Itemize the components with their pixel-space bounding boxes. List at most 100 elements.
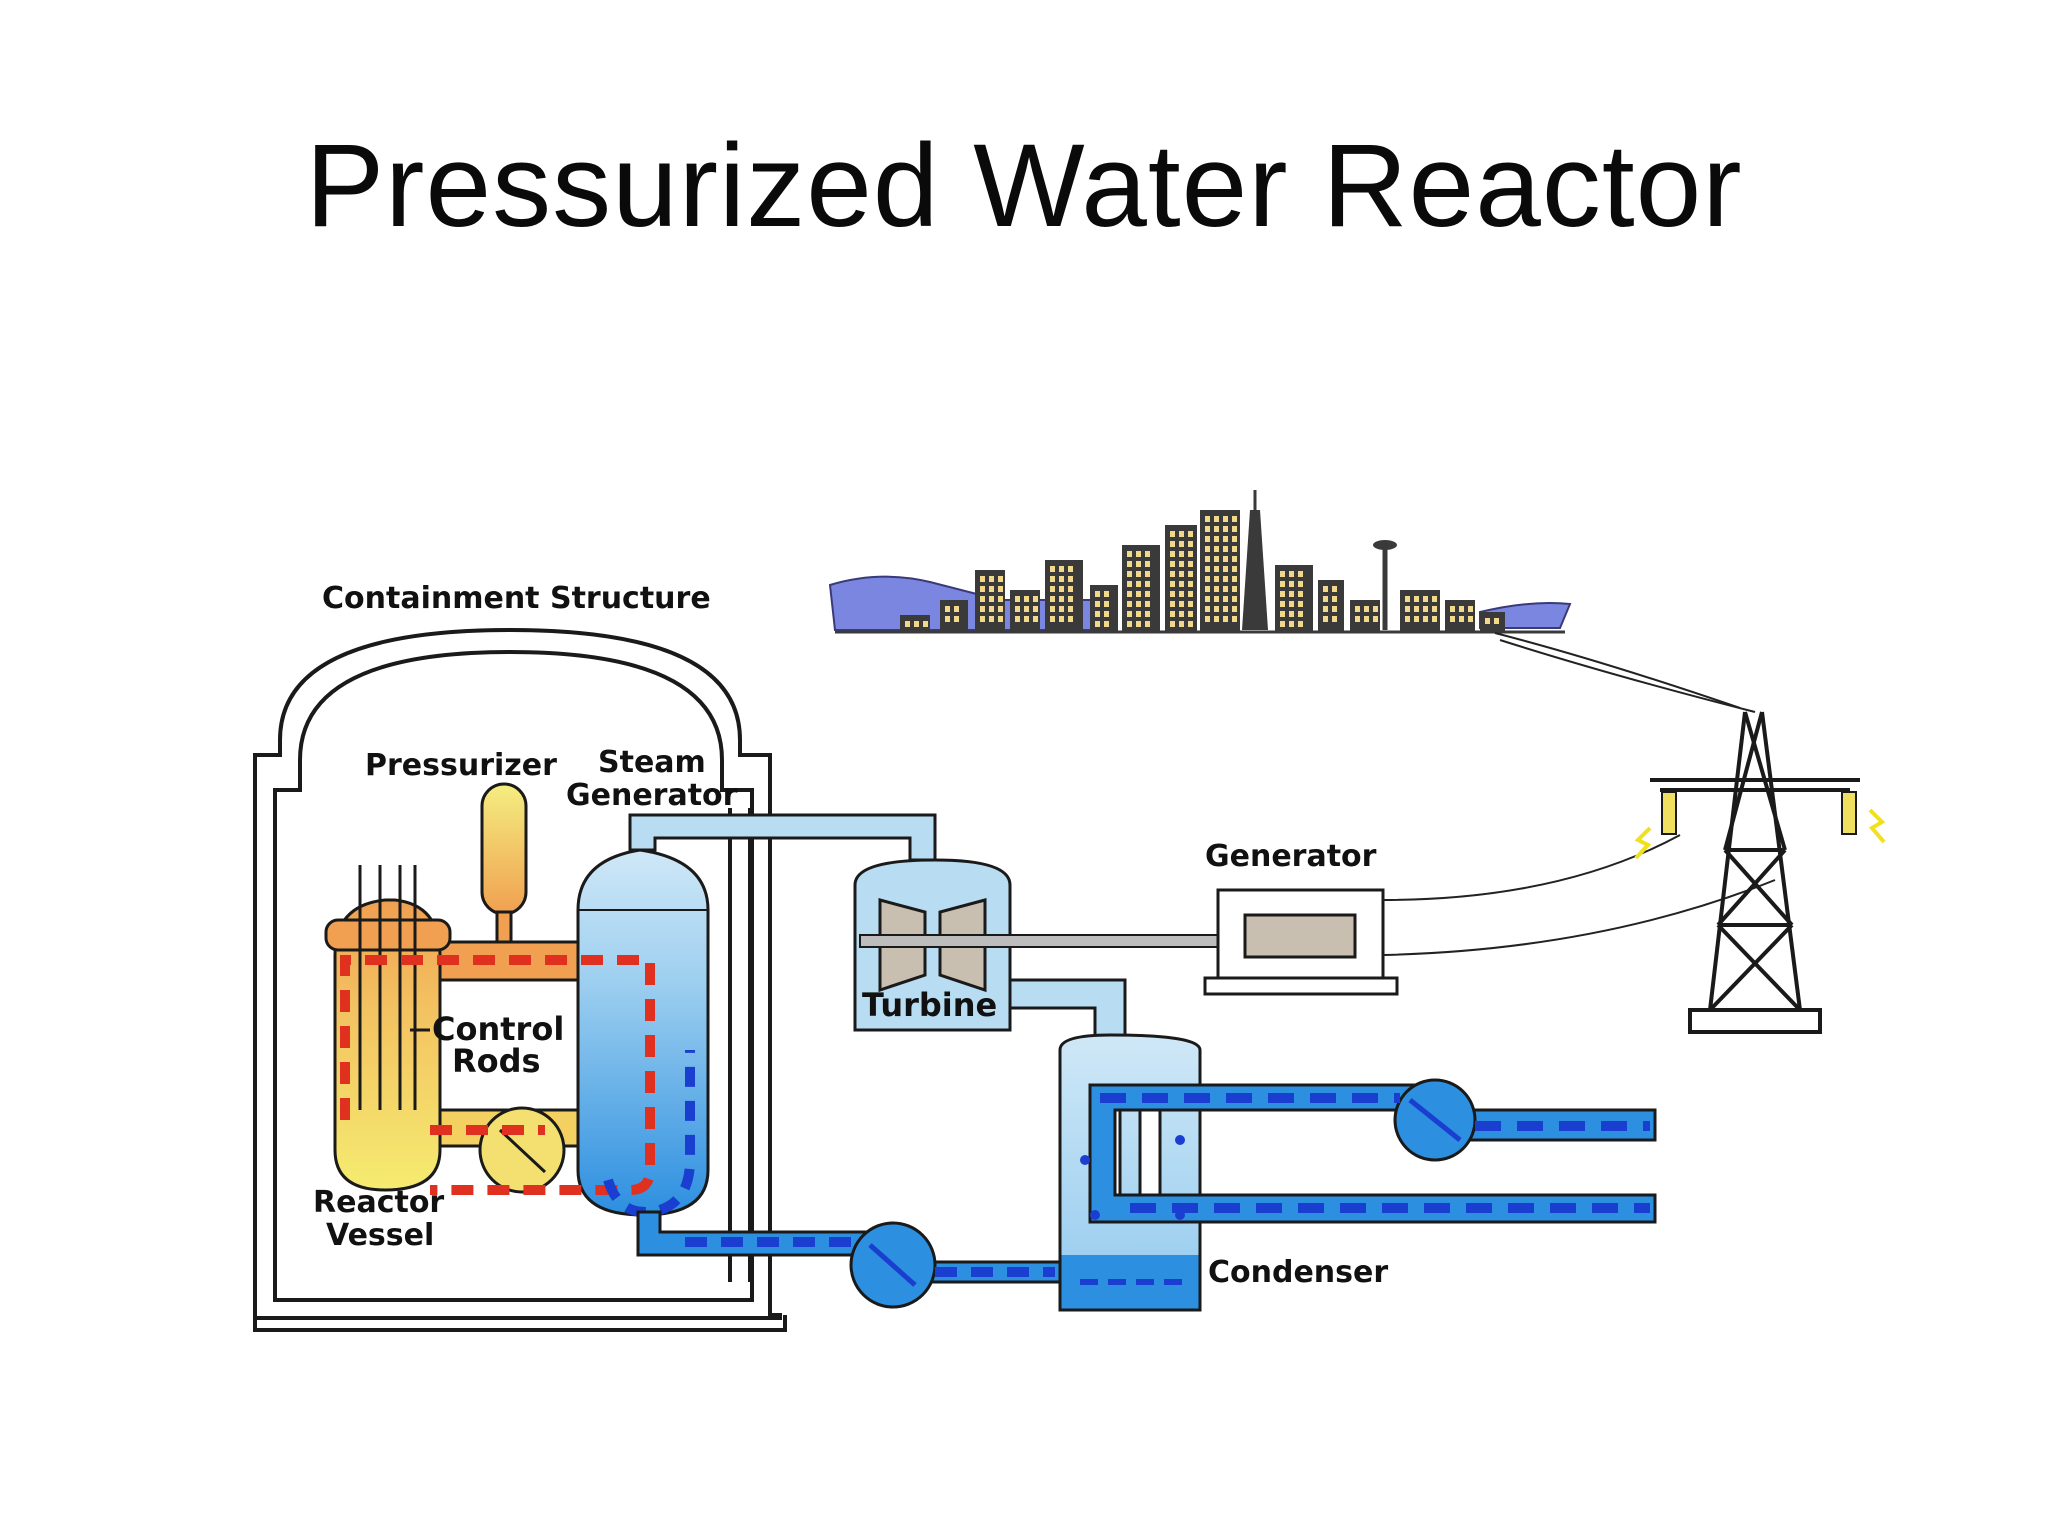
building-window — [1145, 571, 1150, 577]
building-window — [1223, 576, 1228, 582]
primary-pump — [478, 1106, 566, 1194]
building-window — [1364, 606, 1369, 612]
building-window — [1205, 536, 1210, 542]
building-window — [1068, 566, 1073, 572]
building-window — [1059, 616, 1064, 622]
building-window — [1468, 616, 1473, 622]
building-window — [1373, 616, 1378, 622]
building-window — [1127, 591, 1132, 597]
building-window — [989, 596, 994, 602]
building-window — [1223, 616, 1228, 622]
label-containment: Containment Structure — [322, 581, 711, 616]
building-window — [1232, 546, 1237, 552]
primary-flow-arrows — [340, 955, 655, 1195]
building-window — [1205, 516, 1210, 522]
building-window — [1205, 556, 1210, 562]
building-window — [1104, 611, 1109, 617]
building-window — [1188, 591, 1193, 597]
building-window — [1188, 561, 1193, 567]
building-window — [1405, 596, 1410, 602]
building-window — [1179, 541, 1184, 547]
building-window — [1095, 601, 1100, 607]
building-window — [905, 621, 910, 627]
building-window — [1033, 616, 1038, 622]
building-window — [1136, 611, 1141, 617]
building-window — [1170, 561, 1175, 567]
building-window — [1432, 606, 1437, 612]
building-window — [1205, 546, 1210, 552]
control-rods — [358, 865, 430, 1110]
sg-flow-arrows — [603, 1050, 695, 1217]
building-window — [1450, 606, 1455, 612]
label-generator: Generator — [1205, 839, 1377, 874]
building-window — [1127, 611, 1132, 617]
building-window — [1323, 606, 1328, 612]
label-condenser: Condenser — [1208, 1255, 1388, 1290]
building-window — [1280, 601, 1285, 607]
insulator-sparks — [1634, 791, 1886, 860]
building-window — [1015, 606, 1020, 612]
building-window — [980, 586, 985, 592]
building-window — [1298, 621, 1303, 627]
building-window — [1170, 541, 1175, 547]
building-window — [998, 576, 1003, 582]
building-window — [1223, 606, 1228, 612]
building-window — [998, 606, 1003, 612]
building-window — [1332, 586, 1337, 592]
building-window — [1068, 586, 1073, 592]
building-window — [989, 606, 994, 612]
building-window — [1127, 581, 1132, 587]
building-window — [1205, 606, 1210, 612]
building-window — [1015, 596, 1020, 602]
building-window — [1145, 601, 1150, 607]
building-window — [1459, 616, 1464, 622]
building-window — [1179, 581, 1184, 587]
building-window — [998, 586, 1003, 592]
building-window — [1127, 571, 1132, 577]
building-window — [1405, 606, 1410, 612]
building-window — [1450, 616, 1455, 622]
building-window — [1179, 601, 1184, 607]
building-window — [1332, 606, 1337, 612]
building-window — [954, 606, 959, 612]
building-window — [998, 616, 1003, 622]
building-window — [1205, 566, 1210, 572]
building-window — [1280, 591, 1285, 597]
building-window — [1050, 576, 1055, 582]
building-window — [1298, 581, 1303, 587]
building-window — [1170, 551, 1175, 557]
building-window — [1364, 616, 1369, 622]
building-window — [954, 616, 959, 622]
city-skyline — [828, 490, 1572, 634]
building-window — [1414, 596, 1419, 602]
building-window — [1205, 526, 1210, 532]
building-window — [1145, 621, 1150, 627]
building-window — [1414, 606, 1419, 612]
generator-wires — [1382, 834, 1776, 956]
containment-outer — [253, 627, 782, 1320]
building-window — [1104, 601, 1109, 607]
building-window — [1280, 611, 1285, 617]
building-window — [1494, 618, 1499, 624]
building-window — [1050, 586, 1055, 592]
building-window — [1179, 621, 1184, 627]
building-window — [1095, 591, 1100, 597]
building-window — [1323, 596, 1328, 602]
building-window — [1050, 616, 1055, 622]
generator — [1203, 888, 1399, 996]
building-window — [1024, 606, 1029, 612]
building-window — [1145, 551, 1150, 557]
building-window — [1298, 571, 1303, 577]
building-window — [1214, 606, 1219, 612]
building-window — [1289, 571, 1294, 577]
building-window — [980, 616, 985, 622]
building-window — [1298, 591, 1303, 597]
building-window — [1104, 591, 1109, 597]
building-window — [1332, 596, 1337, 602]
building — [1480, 612, 1505, 632]
building-window — [1223, 566, 1228, 572]
building-window — [1232, 576, 1237, 582]
building-window — [1214, 546, 1219, 552]
building-window — [1232, 526, 1237, 532]
building-window — [1214, 576, 1219, 582]
